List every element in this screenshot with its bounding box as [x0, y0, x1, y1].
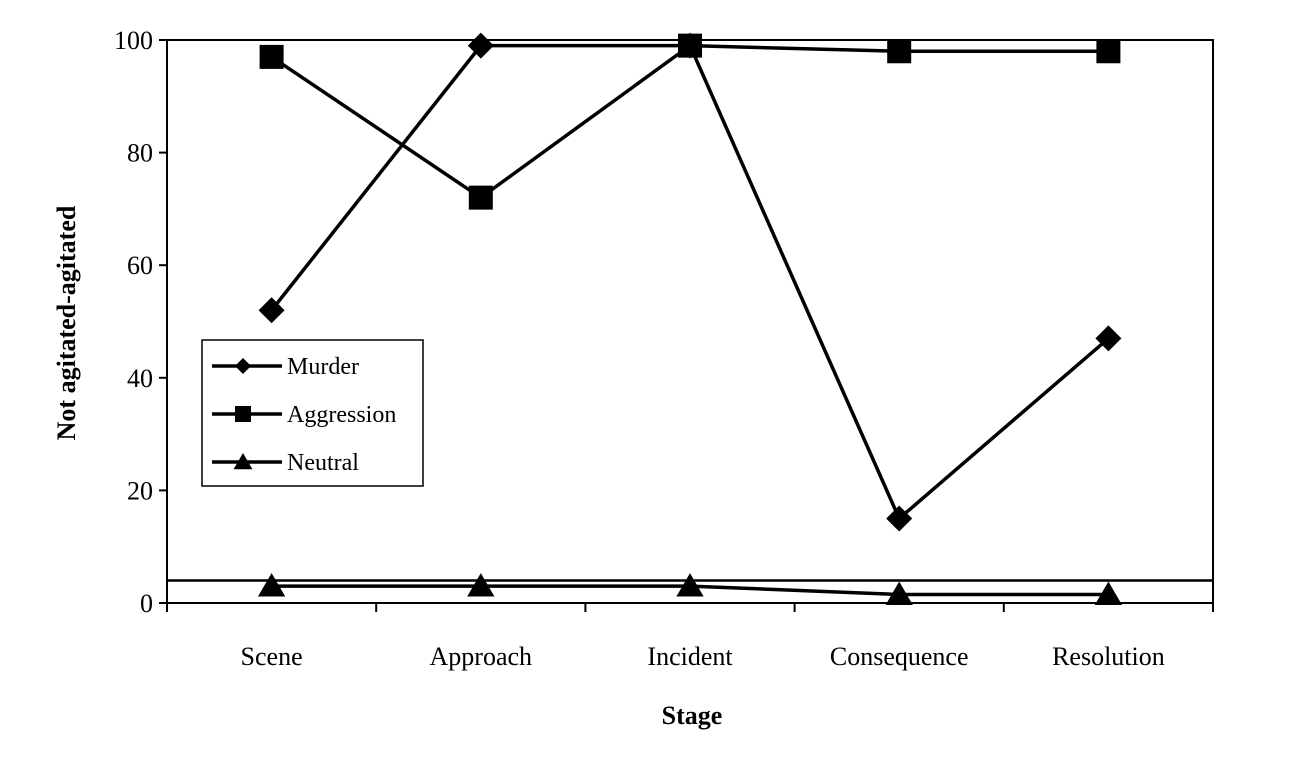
y-axis: 0 20 40 60 80 100 — [114, 26, 167, 618]
x-tick-label: Approach — [430, 642, 533, 671]
x-tick-label: Consequence — [830, 642, 969, 671]
legend-item-aggression: Aggression — [212, 402, 396, 428]
data-point-neutral — [885, 581, 913, 605]
legend-marker-murder — [235, 358, 251, 374]
y-tick-label: 40 — [127, 364, 153, 393]
y-tick-label: 60 — [127, 251, 153, 280]
data-point-aggression — [678, 33, 702, 58]
data-point-aggression — [468, 185, 493, 210]
x-tick-label: Scene — [241, 642, 303, 671]
legend-marker-aggression — [235, 406, 251, 422]
data-point-murder — [1095, 325, 1122, 352]
data-point-murder — [258, 297, 285, 324]
y-tick-label: 100 — [114, 26, 153, 55]
data-point-aggression — [259, 44, 284, 69]
series-aggression — [259, 33, 1121, 210]
data-point-murder — [886, 505, 913, 532]
data-point-neutral — [467, 573, 495, 597]
y-axis-title: Not agitated-agitated — [52, 205, 81, 440]
legend-label: Murder — [287, 354, 359, 380]
x-tick-label: Incident — [647, 642, 733, 671]
legend-item-murder: Murder — [212, 354, 359, 380]
data-point-neutral — [257, 573, 286, 597]
x-axis-title: Stage — [662, 701, 723, 730]
plot-area — [166, 39, 1214, 604]
legend-item-neutral: Neutral — [212, 450, 359, 476]
legend-marker-neutral — [233, 453, 253, 470]
data-point-aggression — [887, 39, 912, 64]
y-tick-label: 80 — [127, 139, 153, 168]
legend-label: Neutral — [287, 450, 359, 476]
x-axis: Scene Approach Incident Consequence Resoluti… — [166, 603, 1214, 671]
data-point-neutral — [1094, 581, 1123, 605]
data-point-neutral — [676, 573, 704, 597]
data-point-aggression — [1096, 39, 1121, 64]
series-neutral — [257, 573, 1123, 605]
legend-label: Aggression — [287, 402, 396, 428]
plot-border — [166, 39, 1214, 604]
data-point-murder — [467, 32, 494, 59]
y-tick-label: 0 — [140, 589, 153, 618]
x-tick-label: Resolution — [1052, 642, 1165, 671]
y-tick-label: 20 — [127, 476, 153, 505]
series-line-aggression — [270, 43, 1109, 200]
series-layer — [257, 32, 1123, 605]
